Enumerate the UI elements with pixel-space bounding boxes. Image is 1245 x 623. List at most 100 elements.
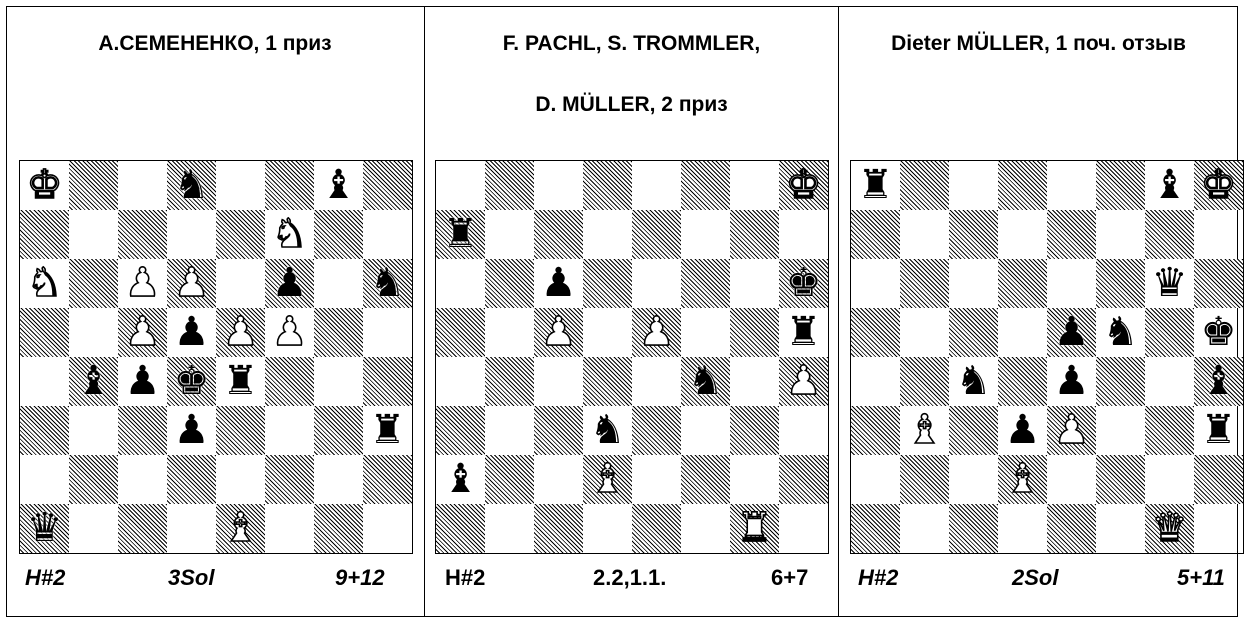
dark-square: [949, 210, 998, 259]
light-square: [436, 259, 485, 308]
problem-title-line: Dieter MÜLLER, 1 поч. отзыв: [839, 26, 1238, 62]
chess-board: ♚♞♝♞♞♟♟♟♞♟♟♟♟♝♟♚♜♟♜♛♝: [19, 160, 413, 554]
black-pawn-icon: ♟: [998, 406, 1047, 455]
piece-count: 6+7: [771, 563, 808, 593]
white-knight-icon: ♞: [20, 259, 69, 308]
light-square: [779, 210, 828, 259]
light-square: [363, 308, 412, 357]
dark-square: [265, 161, 314, 210]
light-square: [216, 161, 265, 210]
black-pawn-icon: ♟: [118, 357, 167, 406]
light-square: [485, 210, 534, 259]
light-square: [730, 259, 779, 308]
light-square: [1096, 406, 1145, 455]
light-square: [216, 455, 265, 504]
dark-square: [436, 308, 485, 357]
light-square: [949, 455, 998, 504]
black-rook-icon: ♜: [436, 210, 485, 259]
black-bishop-icon: ♝: [314, 161, 363, 210]
light-square: [1145, 455, 1194, 504]
white-bishop-icon: ♝: [216, 504, 265, 553]
light-square: [900, 210, 949, 259]
light-square: [69, 210, 118, 259]
dark-square: [363, 455, 412, 504]
white-king-icon: ♚: [1194, 161, 1243, 210]
light-square: [118, 455, 167, 504]
white-bishop-icon: ♝: [583, 455, 632, 504]
white-pawn-icon: ♟: [265, 308, 314, 357]
white-king-icon: ♚: [20, 161, 69, 210]
light-square: [485, 308, 534, 357]
light-square: [851, 357, 900, 406]
dark-square: [900, 259, 949, 308]
black-bishop-icon: ♝: [1145, 161, 1194, 210]
light-square: [436, 357, 485, 406]
problem-title-line: D. MÜLLER, 2 приз: [425, 87, 838, 123]
dark-square: [314, 504, 363, 553]
dark-square: [949, 504, 998, 553]
light-square: [730, 455, 779, 504]
light-square: [1047, 455, 1096, 504]
light-square: [69, 406, 118, 455]
white-king-icon: ♚: [779, 161, 828, 210]
dark-square: [851, 406, 900, 455]
white-pawn-icon: ♟: [118, 308, 167, 357]
dark-square: [730, 210, 779, 259]
dark-square: [851, 308, 900, 357]
light-square: [583, 308, 632, 357]
white-pawn-icon: ♟: [534, 308, 583, 357]
dark-square: [632, 504, 681, 553]
problem-title-line: F. PACHL, S. TROMMLER,: [425, 26, 838, 62]
dark-square: [20, 210, 69, 259]
dark-square: [1145, 308, 1194, 357]
black-pawn-icon: ♟: [265, 259, 314, 308]
dark-square: [69, 259, 118, 308]
black-bishop-icon: ♝: [69, 357, 118, 406]
dark-square: [20, 308, 69, 357]
light-square: [534, 357, 583, 406]
light-square: [314, 357, 363, 406]
dark-square: [583, 259, 632, 308]
black-rook-icon: ♜: [1194, 406, 1243, 455]
dark-square: [900, 455, 949, 504]
dark-square: [69, 161, 118, 210]
light-square: [949, 259, 998, 308]
dark-square: [1096, 455, 1145, 504]
dark-square: [1096, 259, 1145, 308]
light-square: [681, 308, 730, 357]
problem-title-line: А.СЕМЕНЕНКО, 1 приз: [6, 26, 424, 62]
light-square: [632, 455, 681, 504]
dark-square: [20, 406, 69, 455]
white-pawn-icon: ♟: [1047, 406, 1096, 455]
white-bishop-icon: ♝: [900, 406, 949, 455]
dark-square: [851, 210, 900, 259]
dark-square: [730, 308, 779, 357]
stipulation: H#2: [858, 563, 898, 593]
black-rook-icon: ♜: [779, 308, 828, 357]
black-knight-icon: ♞: [583, 406, 632, 455]
solution-count: 2Sol: [1012, 563, 1058, 593]
light-square: [436, 161, 485, 210]
dark-square: [485, 161, 534, 210]
white-pawn-icon: ♟: [118, 259, 167, 308]
black-king-icon: ♚: [1194, 308, 1243, 357]
dark-square: [534, 406, 583, 455]
white-pawn-icon: ♟: [779, 357, 828, 406]
white-rook-icon: ♜: [730, 504, 779, 553]
light-square: [534, 161, 583, 210]
dark-square: [1047, 210, 1096, 259]
dark-square: [118, 504, 167, 553]
light-square: [779, 504, 828, 553]
dark-square: [998, 259, 1047, 308]
black-bishop-icon: ♝: [436, 455, 485, 504]
dark-square: [681, 161, 730, 210]
black-pawn-icon: ♟: [167, 308, 216, 357]
white-queen-icon: ♛: [1145, 504, 1194, 553]
light-square: [583, 210, 632, 259]
dark-square: [314, 406, 363, 455]
stipulation: H#2: [25, 563, 65, 593]
dark-square: [485, 455, 534, 504]
dark-square: [900, 357, 949, 406]
chess-board: ♜♝♚♛♟♞♚♞♟♝♝♟♟♜♝♛: [850, 160, 1244, 554]
light-square: [1194, 210, 1243, 259]
